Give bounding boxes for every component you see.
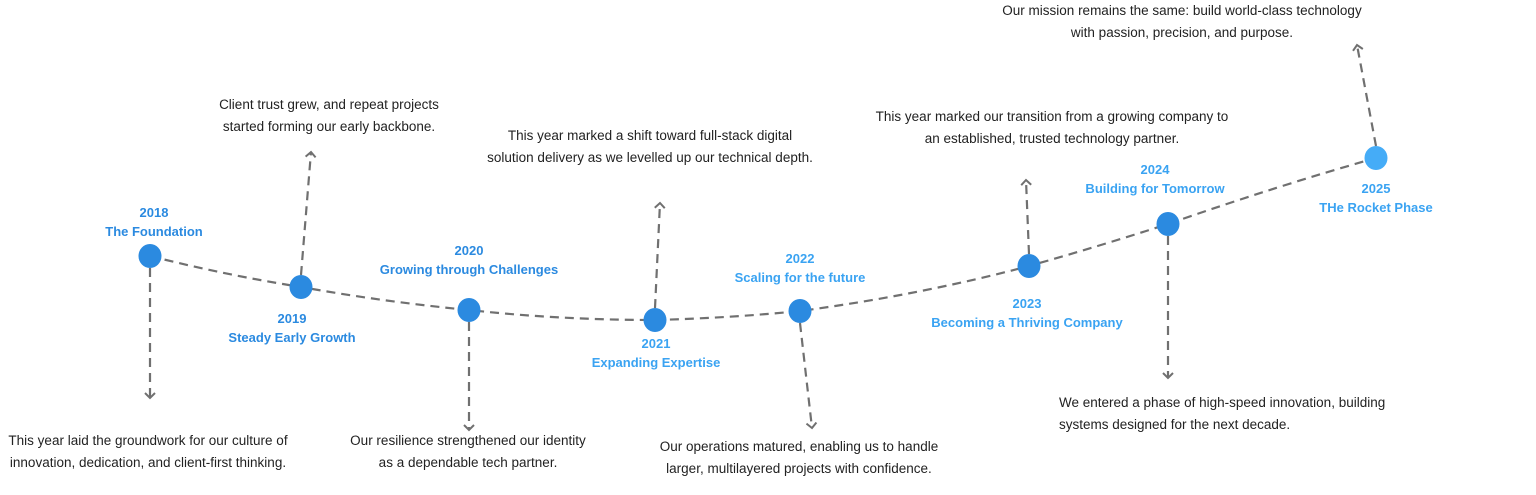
description-line: This year laid the groundwork for our cu… <box>8 433 288 448</box>
milestone-year: 2020 <box>454 243 484 258</box>
description-line: This year marked a shift toward full-sta… <box>507 128 793 143</box>
arrow-2019 <box>299 150 317 276</box>
milestone-year: 2021 <box>641 336 671 351</box>
description-line: Our mission remains the same: build worl… <box>1002 3 1362 18</box>
milestone-year: 2018 <box>139 205 169 220</box>
arrow-2025 <box>1352 43 1378 147</box>
milestone-title: THe Rocket Phase <box>1319 200 1433 215</box>
milestone-title: Becoming a Thriving Company <box>931 315 1123 330</box>
milestone-dot-2025 <box>1364 146 1388 170</box>
milestone-dot-2021 <box>643 308 667 332</box>
milestone-title: Steady Early Growth <box>228 330 356 345</box>
milestone-description-2021: This year marked a shift toward full-sta… <box>487 125 813 169</box>
milestone-year: 2023 <box>1012 296 1042 311</box>
milestone-dot-2019 <box>289 275 313 299</box>
description-line: started forming our early backbone. <box>222 119 436 134</box>
milestone-description-2020: Our resilience strengthened our identity… <box>350 430 586 474</box>
description-line: innovation, dedication, and client-first… <box>9 455 287 470</box>
description-line: We entered a phase of high-speed innovat… <box>1059 395 1386 410</box>
description-line: systems designed for the next decade. <box>1059 417 1291 432</box>
description-line: larger, multilayered projects with confi… <box>666 461 932 476</box>
description-line: Our resilience strengthened our identity <box>350 433 586 448</box>
milestone-title: The Foundation <box>105 224 203 239</box>
milestone-year: 2022 <box>785 251 815 266</box>
milestone-description-2024: We entered a phase of high-speed innovat… <box>1059 392 1385 436</box>
milestone-title: Growing through Challenges <box>379 262 559 277</box>
description-line: Client trust grew, and repeat projects <box>219 97 439 112</box>
arrow-2021 <box>653 201 666 309</box>
milestone-title: Expanding Expertise <box>591 355 721 370</box>
milestone-dot-2020 <box>457 298 481 322</box>
milestone-year: 2024 <box>1140 162 1170 177</box>
milestone-description-2022: Our operations matured, enabling us to h… <box>660 436 938 480</box>
description-line: as a dependable tech partner. <box>378 455 558 470</box>
milestone-title: Scaling for the future <box>734 270 866 285</box>
description-line: with passion, precision, and purpose. <box>1070 25 1294 40</box>
milestone-dot-2018 <box>138 244 162 268</box>
arrow-2022 <box>798 322 818 430</box>
description-line: Our operations matured, enabling us to h… <box>659 439 939 454</box>
milestone-dot-2022 <box>788 299 812 323</box>
milestone-title: Building for Tomorrow <box>1085 181 1225 196</box>
milestone-description-2025: Our mission remains the same: build worl… <box>1002 0 1361 44</box>
milestone-year: 2019 <box>277 311 307 326</box>
milestone-dot-2023 <box>1017 254 1041 278</box>
milestone-dot-2024 <box>1156 212 1180 236</box>
description-line: This year marked our transition from a g… <box>875 109 1229 124</box>
description-line: an established, trusted technology partn… <box>924 131 1180 146</box>
milestone-description-2019: Client trust grew, and repeat projects st… <box>219 94 439 138</box>
milestone-description-2018: This year laid the groundwork for our cu… <box>8 430 287 474</box>
arrow-2023 <box>1020 178 1032 255</box>
description-line: solution delivery as we levelled up our … <box>487 150 813 165</box>
milestone-year: 2025 <box>1361 181 1391 196</box>
milestone-description-2023: This year marked our transition from a g… <box>876 106 1229 150</box>
